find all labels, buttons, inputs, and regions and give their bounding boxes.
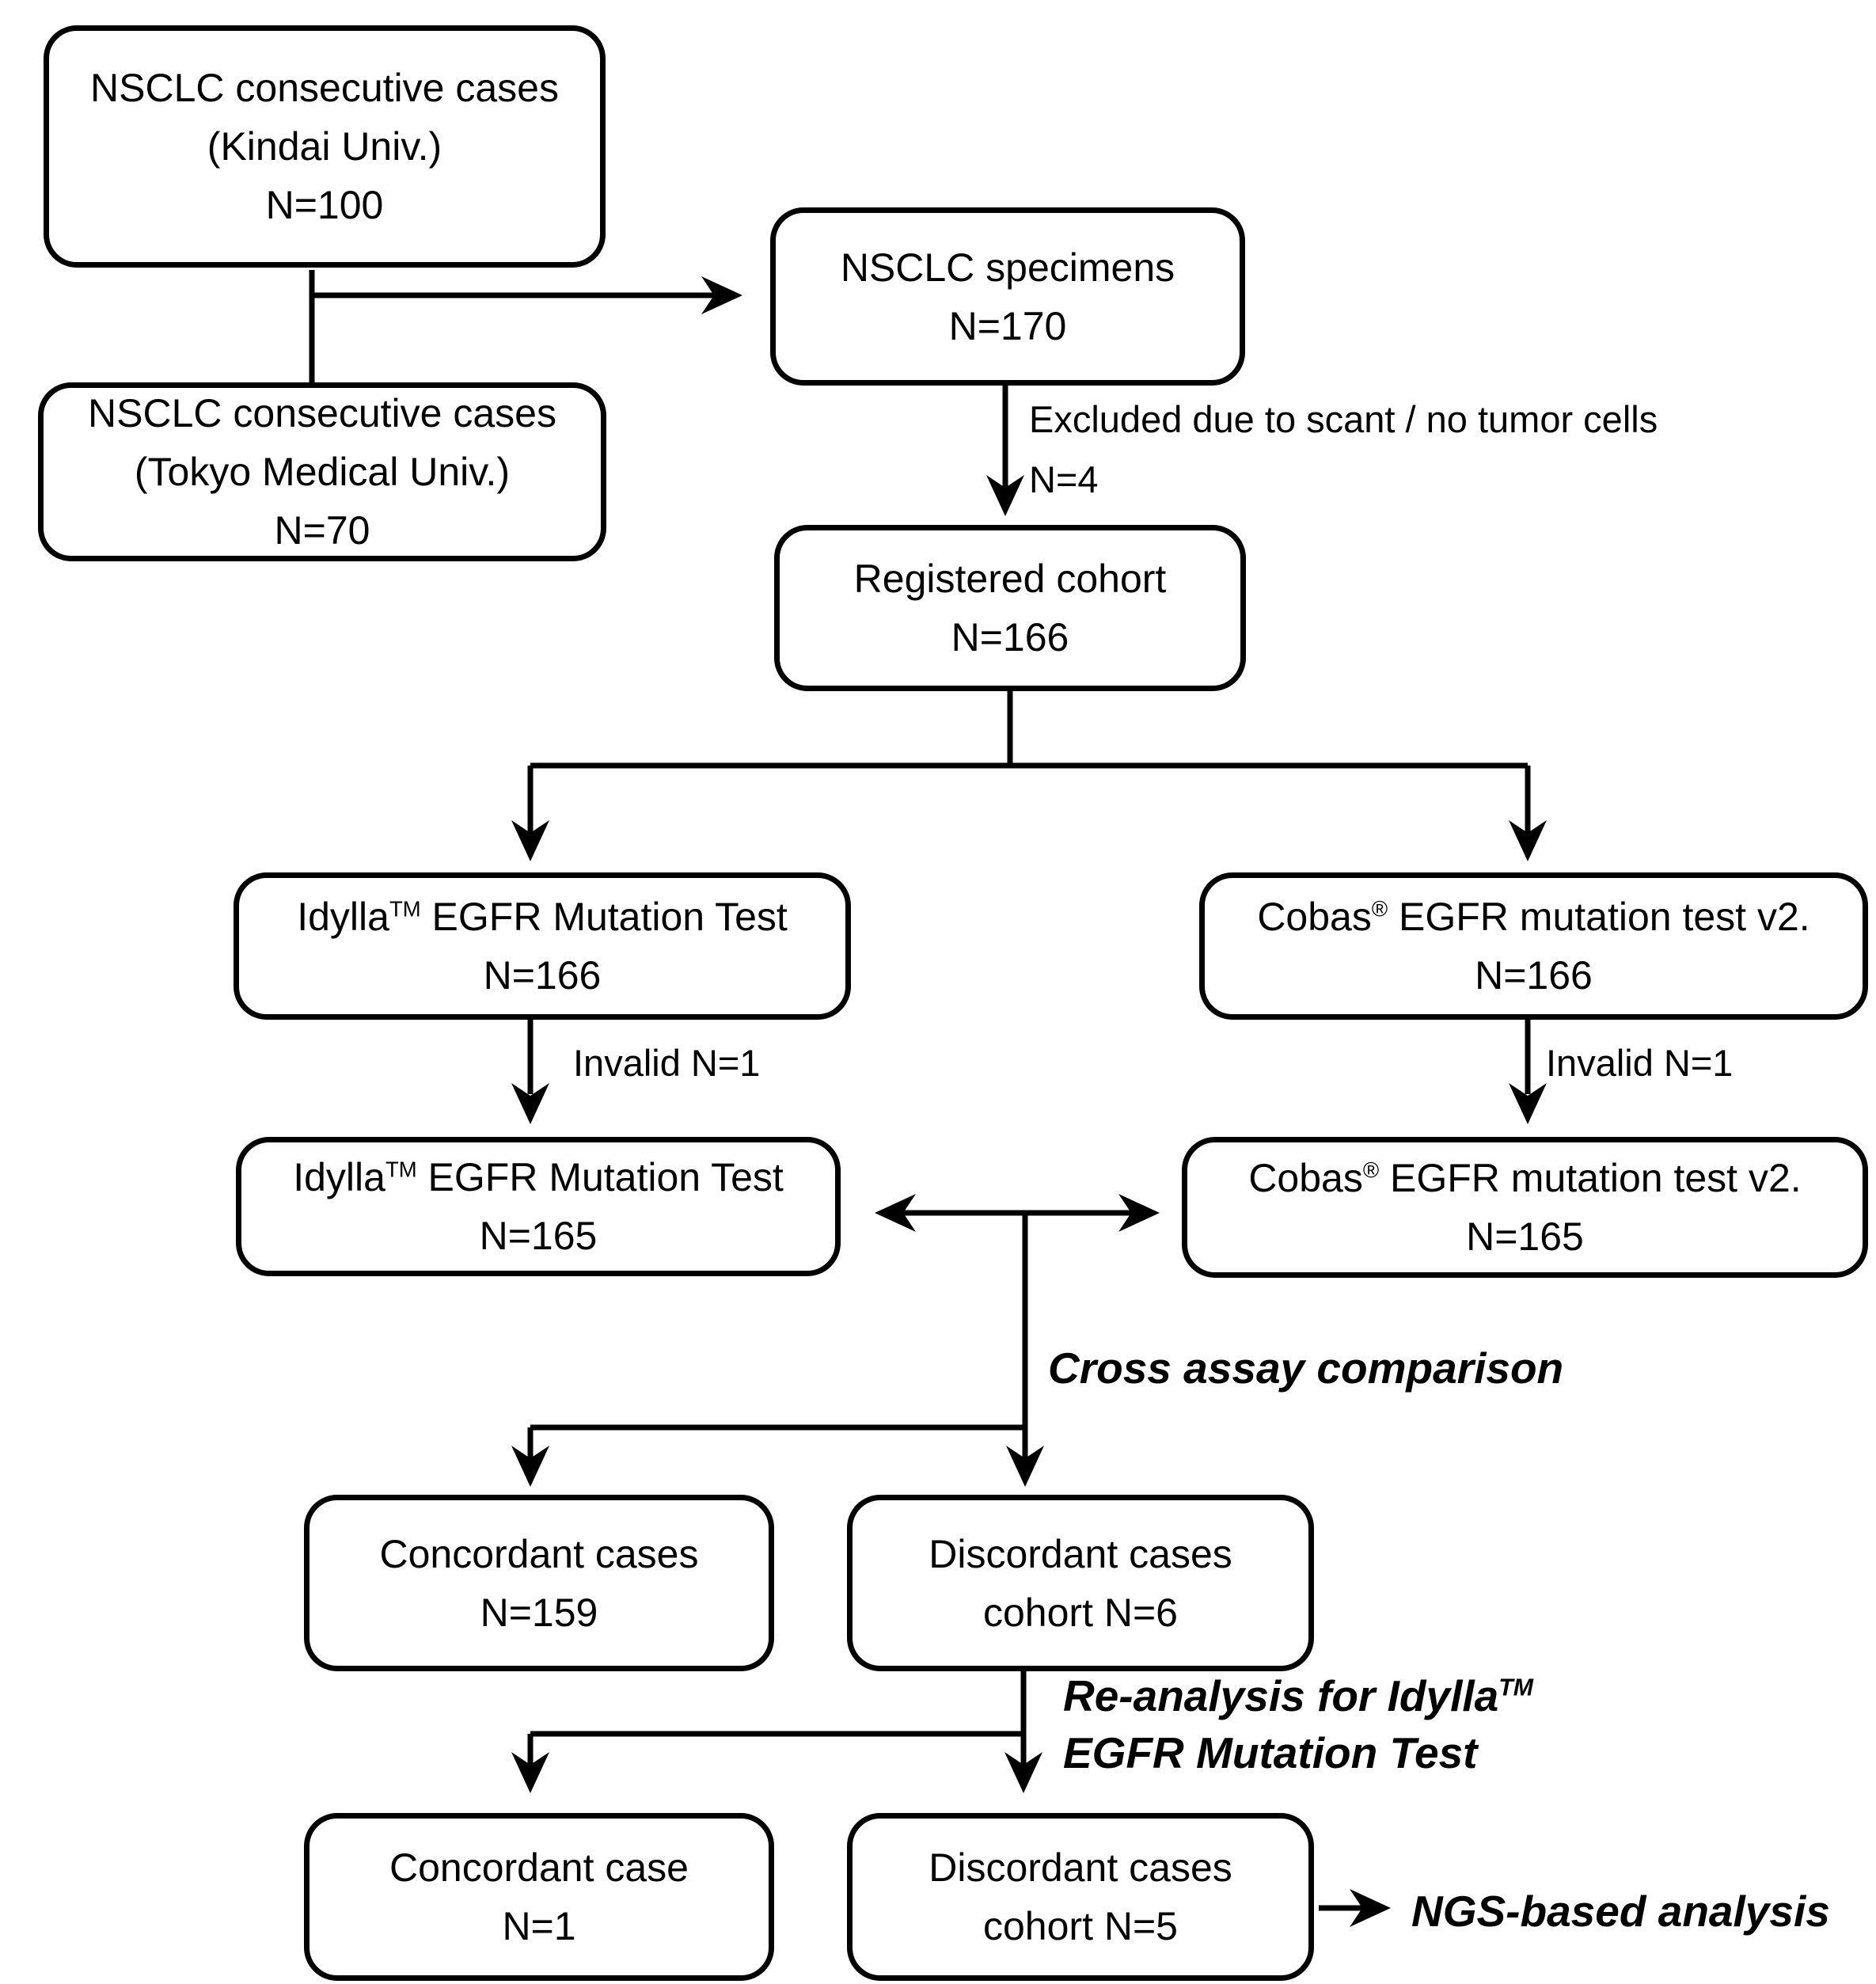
arrowhead-concordant-2 xyxy=(511,1752,549,1793)
box-concordant-cases: Concordant cases N=159 xyxy=(304,1495,774,1671)
box-nsclc-tokyo: NSCLC consecutive cases (Tokyo Medical U… xyxy=(38,382,606,561)
box-idylla-test-initial: IdyllaTM EGFR Mutation Test N=166 xyxy=(234,872,851,1020)
box-line: N=165 xyxy=(479,1214,598,1258)
arrowhead-discordant-1 xyxy=(1006,1446,1044,1487)
arrowhead-cobas-1 xyxy=(1509,820,1547,861)
label-invalid-idylla: Invalid N=1 xyxy=(573,1042,761,1084)
box-line: IdyllaTM EGFR Mutation Test xyxy=(293,1155,784,1199)
label-cross-assay-comparison: Cross assay comparison xyxy=(1048,1344,1564,1393)
box-cobas-test-valid: Cobas® EGFR mutation test v2. N=165 xyxy=(1182,1137,1868,1278)
box-line: Concordant case xyxy=(389,1845,689,1890)
box-line: N=166 xyxy=(1475,953,1593,998)
box-line: N=166 xyxy=(483,953,602,998)
box-line: N=100 xyxy=(265,183,384,227)
box-registered-cohort: Registered cohort N=166 xyxy=(774,525,1246,691)
box-line: (Kindai Univ.) xyxy=(207,124,442,169)
trademark-superscript: TM xyxy=(389,896,421,922)
arrowhead-discordant-2 xyxy=(1004,1752,1042,1793)
arrowhead-ngs xyxy=(1350,1889,1391,1927)
trademark-superscript: TM xyxy=(1498,1674,1533,1701)
box-line: Concordant cases xyxy=(379,1531,699,1576)
box-line: Discordant cases xyxy=(929,1845,1232,1890)
arrowhead-concordant-1 xyxy=(511,1446,549,1487)
box-idylla-test-valid: IdyllaTM EGFR Mutation Test N=165 xyxy=(236,1137,841,1276)
box-line: N=166 xyxy=(951,615,1069,659)
label-line: N=4 xyxy=(1029,458,1099,500)
box-cobas-test-initial: Cobas® EGFR mutation test v2. N=166 xyxy=(1199,872,1868,1020)
trademark-superscript: TM xyxy=(385,1157,417,1182)
box-line: cohort N=6 xyxy=(983,1590,1178,1635)
box-line: NSCLC specimens xyxy=(840,245,1175,290)
box-line: Discordant cases xyxy=(929,1531,1232,1576)
label-reanalysis: Re-analysis for IdyllaTM EGFR Mutation T… xyxy=(1063,1667,1533,1781)
box-line: N=1 xyxy=(502,1904,576,1948)
box-line: Cobas® EGFR mutation test v2. xyxy=(1248,1156,1802,1200)
box-line: cohort N=5 xyxy=(983,1904,1178,1948)
box-line: N=170 xyxy=(948,303,1067,348)
label-ngs-based-analysis: NGS-based analysis xyxy=(1411,1887,1830,1936)
arrowhead-double-right xyxy=(1118,1194,1160,1232)
box-line: Cobas® EGFR mutation test v2. xyxy=(1257,895,1810,939)
arrowhead-idylla-1 xyxy=(511,820,549,861)
box-line: N=70 xyxy=(274,508,370,553)
box-line: NSCLC consecutive cases xyxy=(88,391,556,435)
box-line: (Tokyo Medical Univ.) xyxy=(134,450,511,494)
box-line: N=165 xyxy=(1466,1214,1584,1259)
box-line: Registered cohort xyxy=(853,557,1167,601)
arrowhead-double-left xyxy=(875,1194,916,1232)
label-line: EGFR Mutation Test xyxy=(1063,1728,1478,1777)
arrowhead-specimens xyxy=(701,276,742,314)
arrowhead-cobas-2 xyxy=(1509,1083,1547,1124)
label-invalid-cobas: Invalid N=1 xyxy=(1546,1042,1734,1084)
registered-superscript: ® xyxy=(1362,1157,1380,1183)
label-line: Re-analysis for IdyllaTM xyxy=(1063,1671,1533,1720)
box-nsclc-specimens: NSCLC specimens N=170 xyxy=(770,207,1245,386)
registered-superscript: ® xyxy=(1371,896,1388,922)
arrowhead-registered xyxy=(986,475,1024,516)
label-line: Excluded due to scant / no tumor cells xyxy=(1029,398,1658,440)
box-line: IdyllaTM EGFR Mutation Test xyxy=(297,895,788,939)
box-nsclc-kindai: NSCLC consecutive cases (Kindai Univ.) N… xyxy=(44,25,606,268)
box-line: NSCLC consecutive cases xyxy=(90,66,559,110)
box-line: N=159 xyxy=(480,1590,598,1635)
box-discordant-cases-final: Discordant cases cohort N=5 xyxy=(847,1813,1314,1981)
box-concordant-case-final: Concordant case N=1 xyxy=(304,1813,774,1981)
arrowhead-idylla-2 xyxy=(511,1083,549,1124)
label-excluded: Excluded due to scant / no tumor cells N… xyxy=(1029,390,1658,510)
box-discordant-cases: Discordant cases cohort N=6 xyxy=(847,1495,1314,1671)
